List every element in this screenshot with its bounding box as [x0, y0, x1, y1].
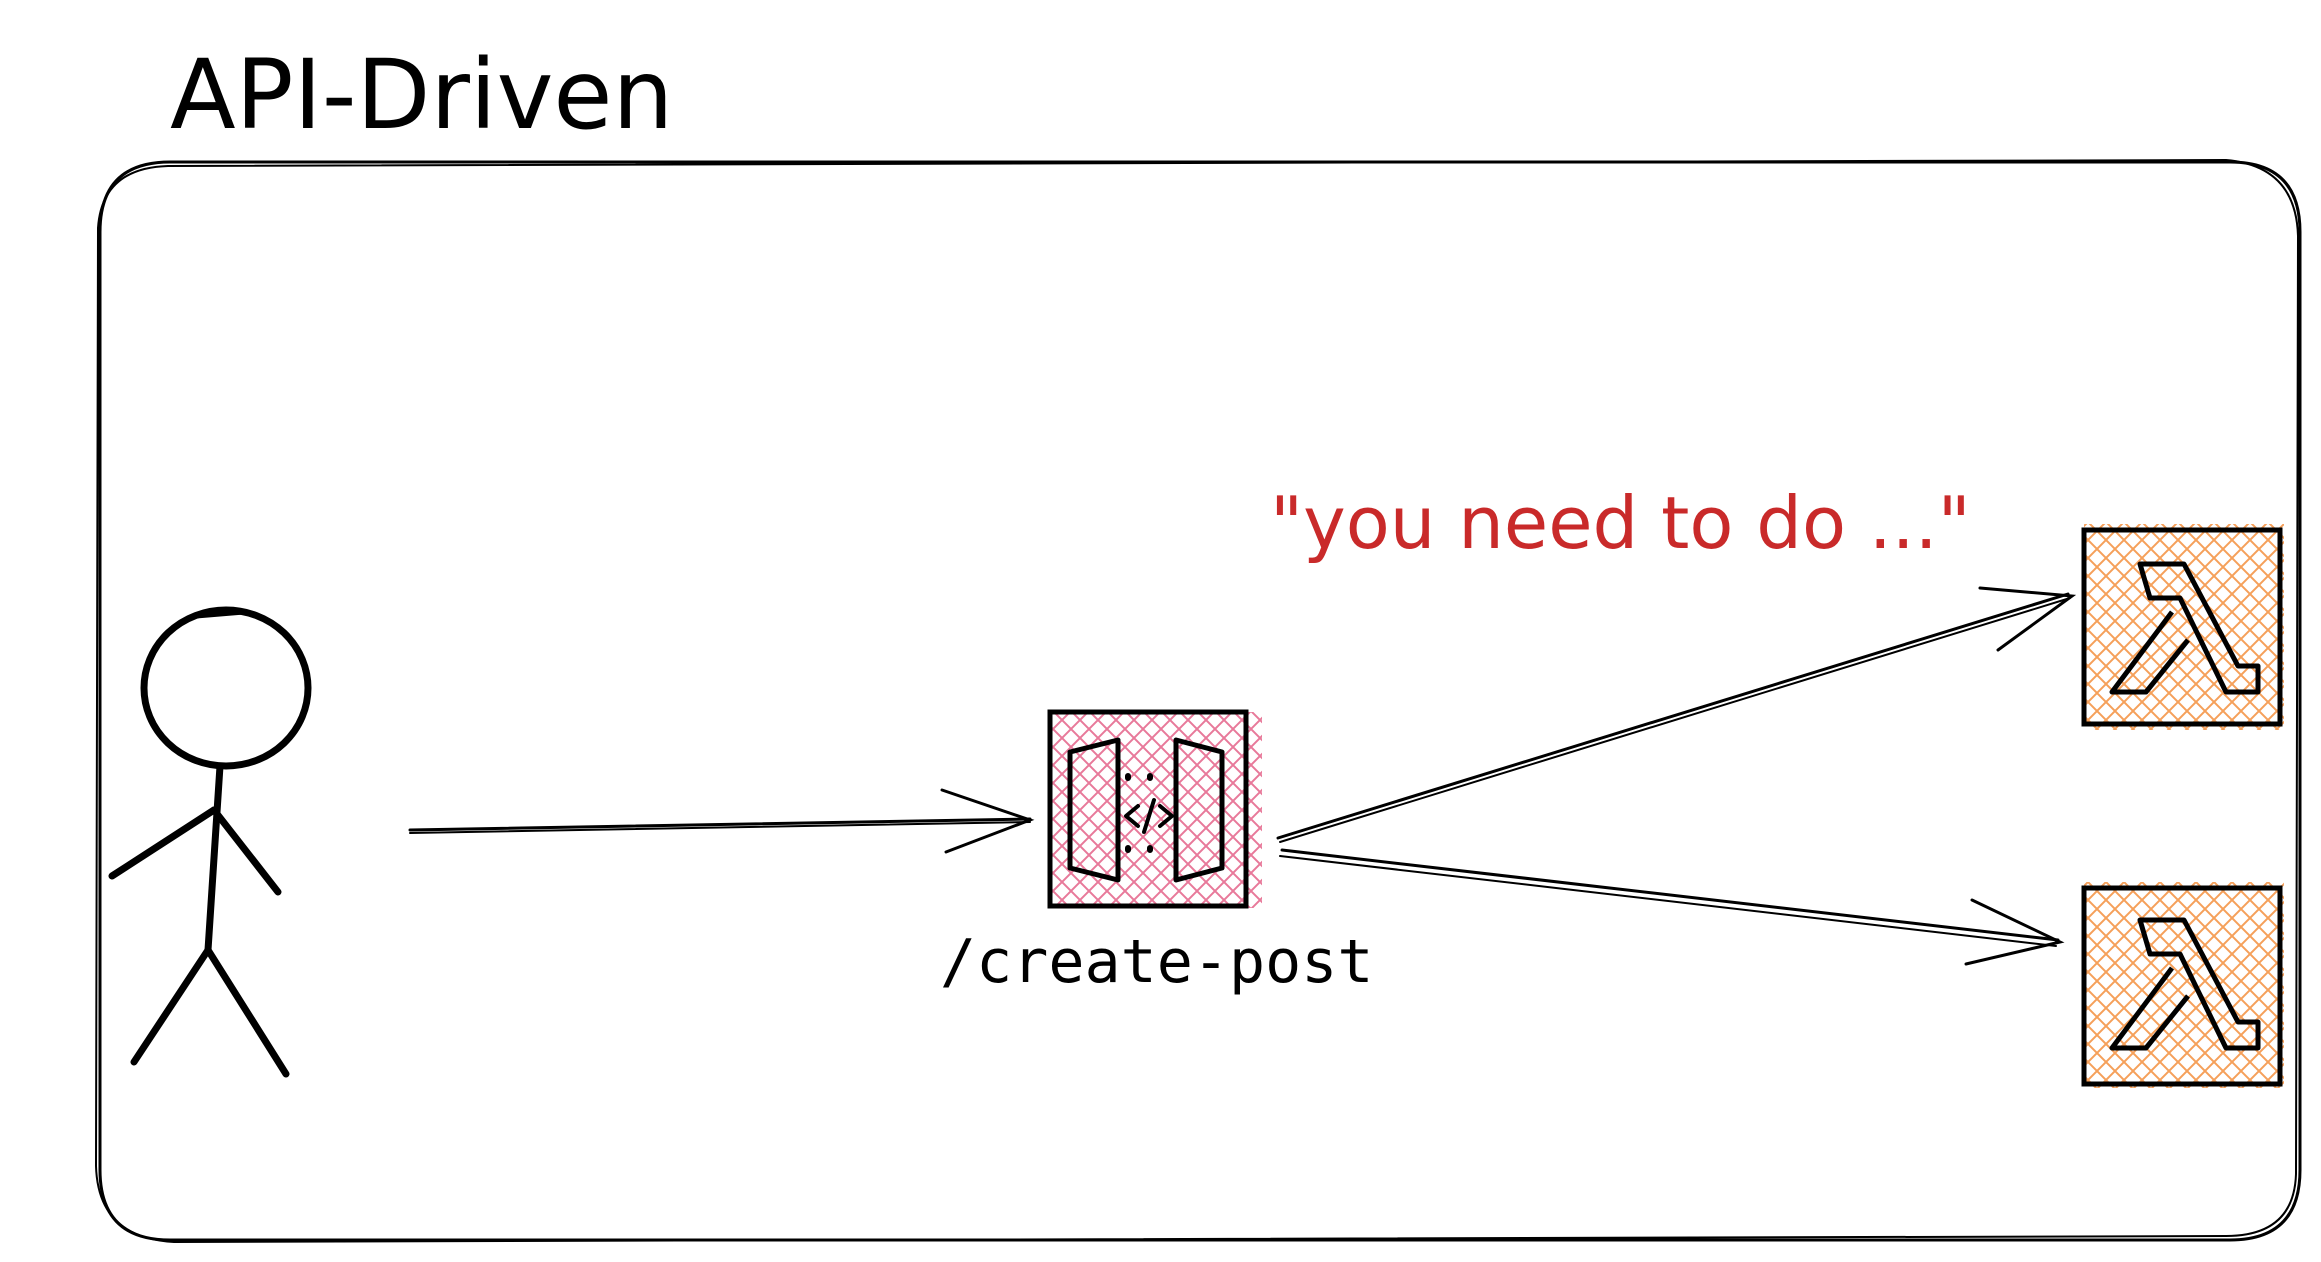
arrow-user-to-api: [408, 788, 1035, 854]
user-body: [204, 762, 224, 954]
api-gateway-icon: [1067, 737, 1225, 883]
lambda-1-hatch: [2084, 524, 2284, 730]
arrow-api-to-lambda-1: [1276, 586, 2077, 843]
user-leg-right: [204, 946, 290, 1078]
lambda-node-2: [2081, 882, 2284, 1088]
lambda-node-1: [2081, 524, 2284, 730]
user-head: [140, 606, 312, 770]
arrow-api-to-lambda-2: [1279, 848, 2065, 966]
user-arm-left: [108, 806, 218, 880]
lambda-2-hatch: [2084, 882, 2284, 1088]
user-leg-left: [130, 946, 212, 1066]
lambda-icon: [2109, 917, 2261, 1051]
api-gateway-frame: [1047, 709, 1249, 909]
user-arm-right: [210, 806, 282, 896]
api-gateway-node: [1047, 709, 1262, 909]
api-gateway-hatch: [1052, 712, 1262, 908]
lambda-icon: [2109, 561, 2261, 695]
lambda-1-frame: [2081, 527, 2283, 727]
diagram-title: API-Driven: [170, 39, 673, 151]
lambda-2-frame: [2081, 885, 2283, 1087]
container-frame: [94, 158, 2302, 1244]
stick-figure-user-icon: [108, 606, 312, 1078]
annotation-text: "you need to do ...": [1270, 481, 1971, 565]
api-gateway-label: /create-post: [940, 927, 1373, 997]
